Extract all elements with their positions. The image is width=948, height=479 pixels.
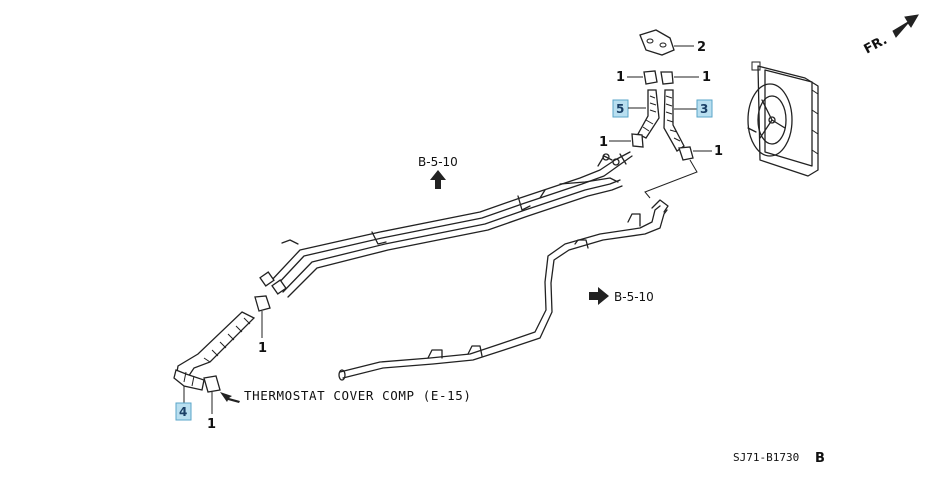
upper-pipe	[259, 151, 633, 298]
part-label-1-upper-right: 1	[702, 70, 711, 85]
part-3-callout: 3	[674, 99, 713, 118]
radiator-assembly	[747, 61, 819, 177]
part-label-1-upper-left: 1	[616, 70, 625, 85]
diagram-code: SJ71-B1730 B	[733, 451, 825, 466]
part-label-1-lower-mid: 1	[258, 341, 267, 356]
leader-line-clamp	[644, 159, 698, 199]
reference-top-label: B-5-10	[418, 155, 458, 169]
right-arrow-icon	[589, 287, 609, 305]
part-label-2: 2	[697, 40, 706, 55]
reference-right-label: B-5-10	[614, 290, 654, 304]
part-4-hose	[173, 311, 256, 391]
lower-pipe	[338, 199, 669, 381]
part-label-4: 4	[179, 405, 187, 419]
front-direction-indicator: FR.	[862, 14, 919, 58]
diagram-code-suffix: B	[815, 451, 825, 466]
part-label-1-middle-right: 1	[714, 144, 723, 159]
part-5-callout: 5	[612, 99, 646, 118]
part-2-bracket: 2	[639, 29, 706, 56]
middle-clamps: 1 1	[599, 133, 723, 161]
lower-clamp-thermostat: 1 THERMOSTAT COVER COMP (E-15)	[203, 375, 472, 432]
reference-top: B-5-10	[418, 155, 458, 189]
reference-right: B-5-10	[589, 287, 654, 305]
thermostat-label: THERMOSTAT COVER COMP (E-15)	[244, 388, 472, 403]
up-arrow-icon	[430, 170, 446, 189]
thermostat-arrow-icon	[220, 392, 240, 403]
lower-left-clamp: 1	[254, 295, 271, 356]
part-label-1-lower-left: 1	[207, 417, 216, 432]
diagram-code-label: SJ71-B1730	[733, 451, 799, 464]
upper-clamps: 1 1	[616, 70, 711, 85]
part-label-1-middle-left: 1	[599, 135, 608, 150]
front-label: FR.	[862, 33, 890, 58]
front-arrow-icon	[892, 14, 919, 38]
part-4-callout: 4	[175, 386, 192, 421]
part-label-5: 5	[616, 102, 624, 116]
part-5-hose	[637, 89, 660, 139]
part-3-hose	[663, 89, 685, 152]
part-label-3: 3	[700, 102, 708, 116]
